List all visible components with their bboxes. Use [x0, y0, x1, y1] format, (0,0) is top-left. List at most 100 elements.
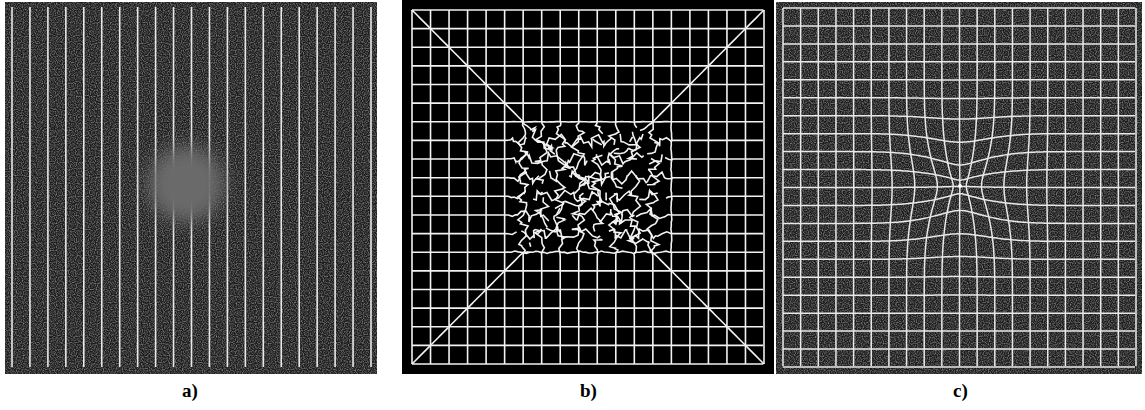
grid-line	[610, 149, 623, 189]
grid-ground	[776, 2, 1142, 374]
grid-line	[572, 197, 586, 364]
grid-line	[981, 8, 994, 366]
grid-line	[726, 10, 728, 364]
grid-line	[316, 7, 318, 367]
grid-texture	[5, 2, 377, 374]
grid-line	[412, 46, 763, 48]
grid-line	[783, 330, 1135, 332]
grid-line	[412, 270, 763, 272]
panel-label: c)	[953, 380, 968, 403]
grid-line	[448, 10, 450, 364]
grid-panel	[5, 2, 377, 374]
grid-line	[596, 10, 603, 134]
grid-line	[763, 10, 765, 364]
grid-line	[1064, 8, 1066, 366]
grid-line	[412, 252, 529, 364]
grid-line	[119, 7, 121, 367]
grid-line	[535, 10, 547, 184]
grid-line	[1100, 8, 1102, 366]
grid-line	[1118, 8, 1120, 366]
grid-line	[585, 173, 609, 184]
grid-line	[1046, 8, 1048, 366]
grid-line	[614, 191, 631, 202]
grid-line	[647, 10, 658, 154]
grid-line	[783, 312, 1135, 314]
panel-label: b)	[580, 380, 597, 403]
grid-line	[646, 191, 659, 364]
grid-line	[370, 7, 372, 367]
grid-line	[628, 144, 640, 159]
grid-line	[412, 232, 517, 235]
grid-line	[412, 9, 763, 11]
grid-line	[665, 158, 763, 160]
grid-line	[783, 211, 1135, 224]
grid-line	[411, 10, 413, 364]
grid-line	[745, 10, 747, 364]
grid-line	[485, 10, 487, 364]
grid-line	[11, 7, 13, 367]
grid-line	[29, 7, 31, 367]
grid-line	[535, 230, 545, 364]
grid-line	[783, 366, 1135, 368]
grid-line	[1004, 8, 1013, 366]
grid-line	[101, 7, 103, 367]
grid-line	[593, 221, 602, 232]
grid-line	[504, 10, 506, 364]
grid-line	[565, 163, 586, 179]
grid-line	[593, 139, 601, 145]
grid-line	[1082, 8, 1084, 366]
grid-field	[412, 10, 764, 364]
grid-line	[352, 7, 354, 367]
grid-line	[412, 65, 763, 67]
grid-line	[412, 28, 763, 30]
grid-line	[334, 7, 336, 367]
grid-line	[556, 217, 565, 364]
grid-line	[640, 10, 764, 130]
grid-line	[609, 10, 619, 145]
grid-panel	[402, 0, 774, 374]
grid-line	[614, 132, 637, 154]
grid-line	[518, 10, 529, 364]
panel-label: a)	[182, 380, 198, 403]
grid-line	[689, 10, 691, 364]
grid-line	[550, 171, 558, 182]
grid-line	[629, 175, 641, 364]
grid-line	[521, 228, 600, 239]
grid-texture	[776, 2, 1142, 374]
grid-line	[47, 7, 49, 367]
grid-line	[529, 242, 530, 246]
grid-line	[412, 307, 763, 309]
grid-line	[708, 10, 710, 364]
central-scotoma	[148, 146, 224, 222]
grid-line	[555, 10, 566, 209]
grid-lines	[12, 7, 371, 367]
grid-line	[412, 363, 763, 365]
grid-line	[83, 7, 85, 367]
grid-line	[783, 294, 1135, 296]
grid-line	[262, 7, 264, 367]
grid-line	[412, 102, 763, 104]
grid-line	[227, 7, 229, 367]
grid-line	[1135, 8, 1137, 366]
grid-line	[546, 193, 584, 232]
grid-line	[430, 10, 432, 364]
grid-line	[630, 137, 633, 142]
grid-line	[609, 159, 610, 165]
grid-line	[537, 229, 541, 235]
grid-line	[620, 134, 643, 145]
grid-line	[783, 348, 1135, 350]
grid-line	[412, 345, 763, 347]
grid-line	[412, 172, 539, 184]
grid-line	[612, 171, 763, 184]
grid-ground	[402, 0, 774, 374]
grid-line	[412, 121, 763, 123]
grid-lines	[783, 8, 1136, 367]
grid-line	[634, 10, 636, 128]
grid-line	[412, 251, 763, 253]
grid-line	[536, 197, 549, 227]
grid-line	[245, 7, 247, 367]
grid-line	[580, 182, 764, 364]
grid-line	[783, 194, 1135, 206]
